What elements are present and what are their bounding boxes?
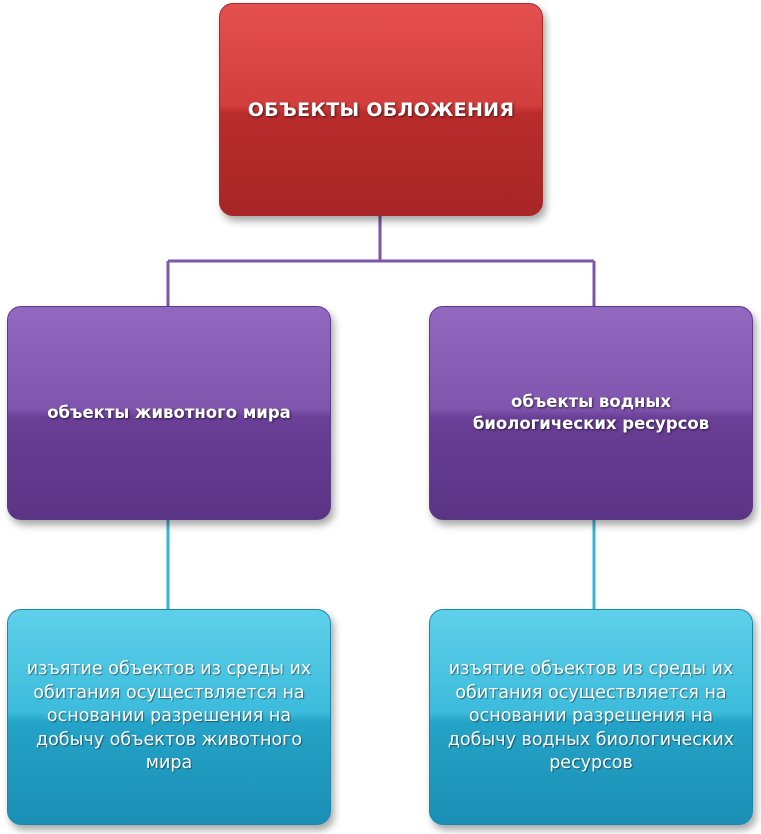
leaf-node-wildlife: изъятие объектов из среды их обитания ос…: [7, 609, 331, 825]
branch-node-wildlife: объекты животного мира: [7, 306, 331, 520]
branch-node-aquatic: объекты водных биологических ресурсов: [429, 306, 753, 520]
root-node: ОБЪЕКТЫ ОБЛОЖЕНИЯ: [219, 3, 543, 216]
leaf-node-aquatic-text: изъятие объектов из среды их обитания ос…: [447, 659, 735, 774]
root-node-label: ОБЪЕКТЫ ОБЛОЖЕНИЯ: [247, 98, 515, 121]
leaf-node-wildlife-text: изъятие объектов из среды их обитания ос…: [26, 659, 312, 774]
branch-node-wildlife-label: объекты животного мира: [47, 403, 291, 422]
leaf-node-aquatic: изъятие объектов из среды их обитания ос…: [429, 609, 753, 825]
branch-node-aquatic-label: объекты водных биологических ресурсов: [472, 392, 710, 433]
